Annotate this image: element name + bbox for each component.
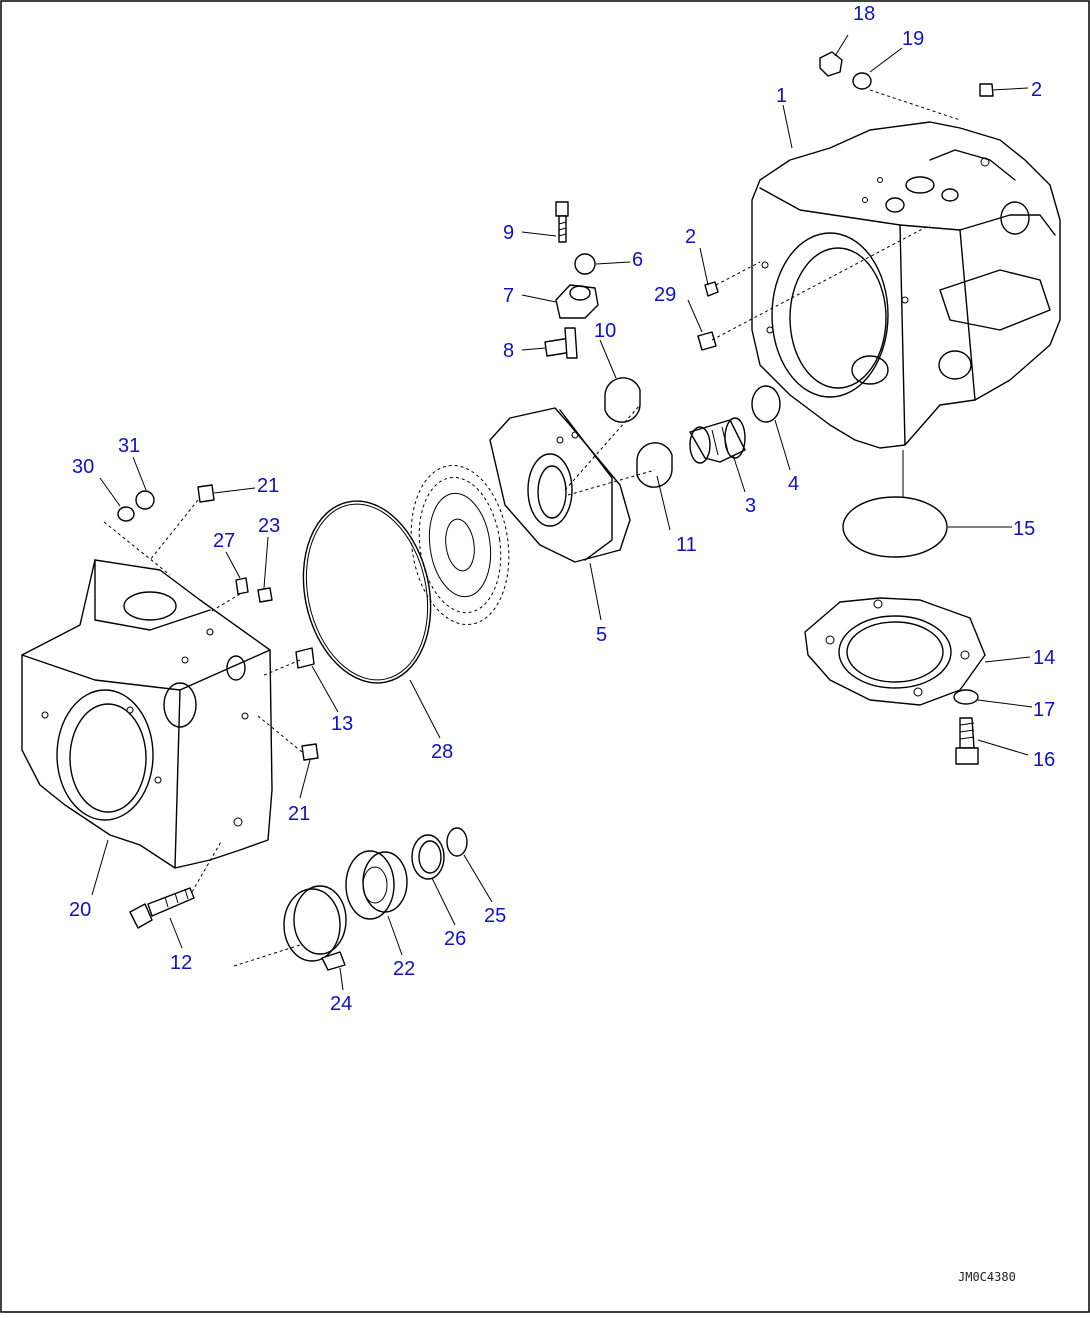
part-17-washer[interactable] [953,689,979,705]
part-15-o-ring[interactable] [842,496,948,558]
part-3-bushing[interactable] [689,417,746,464]
part-8-pins[interactable] [544,327,578,359]
part-2-plug-lower[interactable] [704,281,719,297]
part-28-o-ring[interactable] [287,489,447,695]
part-21-plug-lower[interactable] [301,743,319,761]
part-9-bolt[interactable] [555,201,569,243]
drawing-reference: JM0C4380 [958,1270,1016,1284]
callout-2-lower: 2 [685,226,696,248]
callout-21-lower: 21 [288,803,310,825]
part-24-ring[interactable] [283,885,347,971]
part-14-plate[interactable] [804,597,986,706]
callout-3: 3 [745,495,756,517]
callout-15: 15 [1013,518,1035,540]
callout-16: 16 [1033,749,1055,771]
callout-30: 30 [72,456,94,478]
callout-27: 27 [213,530,235,552]
callout-11: 11 [676,534,697,556]
callout-28: 28 [431,741,453,763]
part-11-ball[interactable] [636,442,673,488]
callout-31: 31 [118,435,140,457]
callout-26: 26 [444,928,466,950]
callout-29: 29 [654,284,676,306]
callout-7: 7 [503,285,514,307]
callout-labels: 1 2 2 3 4 5 6 7 8 9 10 11 12 13 14 15 16… [69,3,1055,1015]
callout-14: 14 [1033,647,1055,669]
part-29-plug[interactable] [697,331,717,351]
callout-2-upper: 2 [1031,79,1042,101]
callout-23: 23 [258,515,280,537]
callout-4: 4 [788,473,799,495]
part-16-bolt[interactable] [955,717,979,765]
part-7-block[interactable] [555,284,599,319]
part-23-pin[interactable] [257,587,273,603]
callout-9: 9 [503,222,514,244]
callout-22: 22 [393,958,415,980]
callout-24: 24 [330,993,352,1015]
callout-12: 12 [170,952,192,974]
callout-18: 18 [853,3,875,25]
callout-6: 6 [632,249,643,271]
callout-13: 13 [331,713,353,735]
callout-5: 5 [596,624,607,646]
part-18-plug[interactable] [819,51,843,77]
part-4-snap-ring[interactable] [751,385,781,423]
callout-17: 17 [1033,699,1055,721]
part-26-race[interactable] [411,834,445,880]
callout-20: 20 [69,899,91,921]
part-31-o-ring[interactable] [135,490,155,510]
part-10-ball[interactable] [604,377,641,423]
callout-8: 8 [503,340,514,362]
valve-plate [410,464,510,626]
part-5-swash-plate[interactable] [489,407,631,563]
callout-19: 19 [902,28,924,50]
part-27-pin[interactable] [235,577,249,595]
callout-25: 25 [484,905,506,927]
assembly-lines [103,89,961,967]
part-1-pump-case[interactable] [751,121,1061,449]
part-30-plug[interactable] [117,506,135,522]
part-12-bolt[interactable] [129,887,195,929]
callout-21-upper: 21 [257,475,279,497]
leader-lines [91,34,1033,991]
part-2-plug-upper[interactable] [979,83,994,97]
part-19-o-ring[interactable] [852,72,872,90]
part-13-pin[interactable] [295,647,315,669]
callout-1: 1 [776,85,787,107]
part-22-bearing[interactable] [345,850,408,920]
part-6-ball[interactable] [574,253,596,275]
part-20-end-cover[interactable] [21,559,273,869]
part-25-shim[interactable] [446,827,468,857]
part-21-plug-upper[interactable] [197,484,215,503]
callout-10: 10 [594,320,616,342]
